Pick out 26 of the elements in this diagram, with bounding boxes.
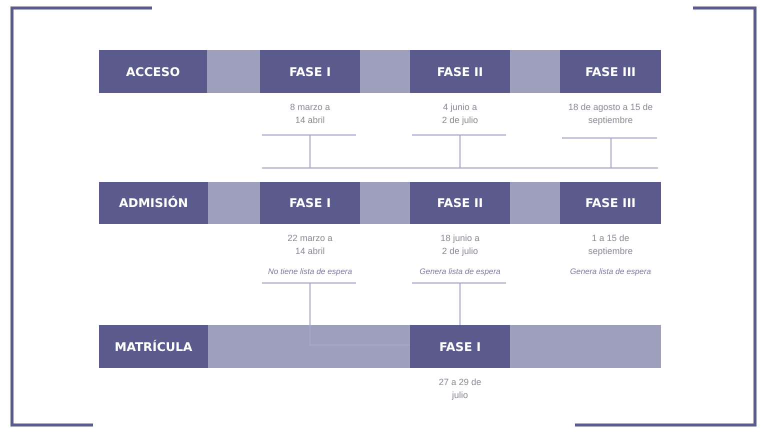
stage-box: MATRÍCULA — [99, 325, 208, 368]
connector-line — [561, 137, 658, 169]
date-text: 1 a 15 de septiembre — [587, 232, 634, 257]
date-text: 22 marzo a 14 abril — [286, 232, 334, 257]
phase-box: FASE II — [410, 182, 510, 224]
connector-line — [411, 134, 507, 169]
phase-box: FASE III — [560, 50, 661, 93]
connector-line — [411, 282, 507, 326]
note-text: No tiene lista de espera — [268, 267, 352, 276]
phase-box: FASE III — [560, 182, 661, 224]
date-text: 18 de agosto a 15 de septiembre — [567, 101, 654, 126]
date-text: 27 a 29 de julio — [438, 376, 482, 401]
connector-line — [262, 167, 658, 169]
connector-line — [261, 282, 411, 346]
date-text: 4 junio a 2 de julio — [440, 101, 480, 126]
stage-box: ACCESO — [99, 50, 207, 93]
date-text: 18 junio a 2 de julio — [439, 232, 481, 257]
phase-box: FASE II — [410, 50, 510, 93]
note-text: Genera lista de espera — [420, 267, 500, 276]
stage-box: ADMISIÓN — [99, 182, 208, 224]
phase-box: FASE I — [410, 325, 510, 368]
date-text: 8 marzo a 14 abril — [288, 101, 332, 126]
note-text: Genera lista de espera — [570, 267, 651, 276]
phase-box: FASE I — [260, 182, 360, 224]
connector-line — [261, 134, 357, 169]
phase-box: FASE I — [260, 50, 360, 93]
